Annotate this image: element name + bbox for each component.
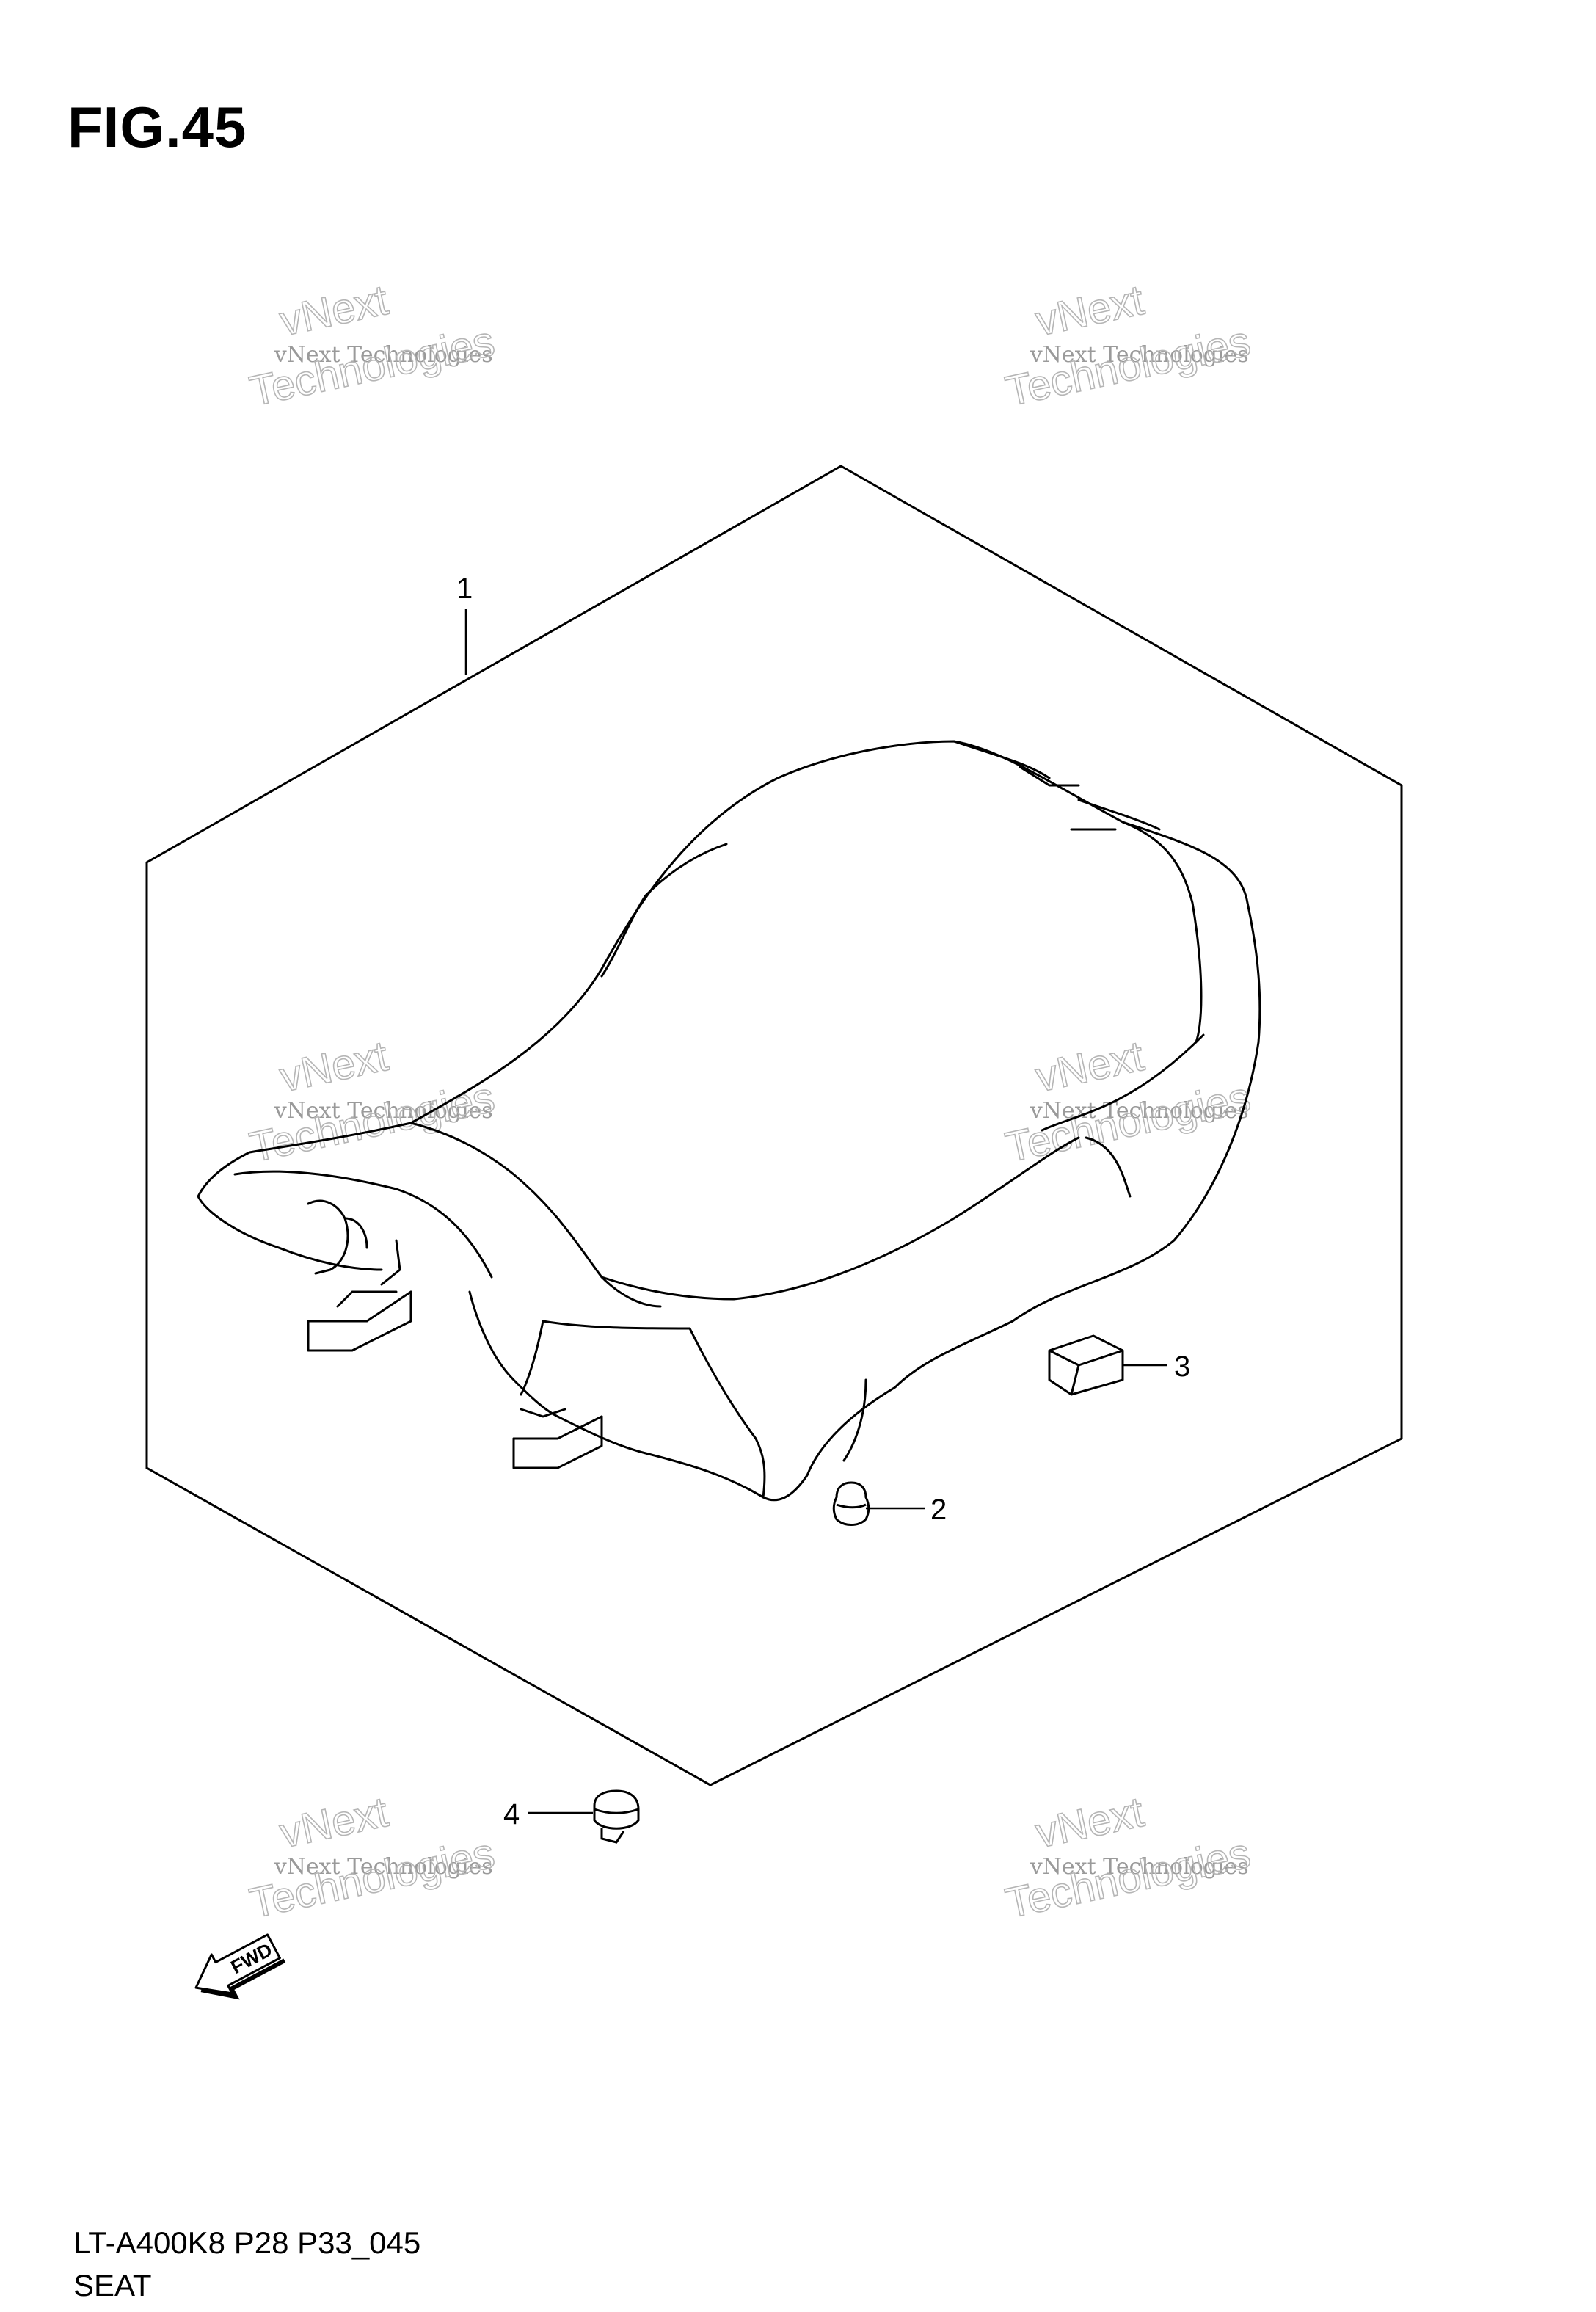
figure-title: FIG.45 — [68, 95, 247, 159]
figure-name: SEAT — [73, 2268, 152, 2302]
watermark-mid-right: vNext vNext Technologies Technologies — [1001, 1031, 1255, 1172]
part-3-pad — [1048, 1334, 1124, 1396]
figure-code: LT-A400K8 P28 P33_045 — [73, 2225, 421, 2260]
watermark-line1: vNext — [1032, 1032, 1148, 1101]
watermark-mid-left: vNext vNext Technologies Technologies — [245, 1031, 499, 1172]
assembly-outline — [145, 465, 1403, 1786]
watermark-line2: vNext Technologies — [274, 1098, 493, 1124]
watermark-line2: vNext Technologies — [274, 1854, 493, 1880]
callout-4: 4 — [503, 1798, 520, 1831]
fwd-arrow-icon: FWD — [194, 1933, 286, 2000]
watermark-line1: vNext — [1032, 276, 1148, 345]
watermark-bottom-right: vNext vNext Technologies Technologies — [1001, 1787, 1255, 1928]
watermark-top-right: vNext vNext Technologies Technologies — [1001, 275, 1255, 416]
watermark-line1: vNext — [276, 276, 393, 345]
watermark-top-left: vNext vNext Technologies Technologies — [245, 275, 499, 416]
seat-part — [197, 740, 1261, 1502]
watermark-line1: vNext — [1032, 1788, 1148, 1857]
watermark-line2: vNext Technologies — [1030, 342, 1249, 368]
part-4-bumper — [593, 1789, 640, 1844]
callout-2: 2 — [930, 1494, 947, 1526]
callout-3: 3 — [1174, 1351, 1190, 1383]
watermark-line2: vNext Technologies — [1030, 1098, 1249, 1124]
callout-1: 1 — [456, 572, 473, 605]
watermark-line1: vNext — [276, 1788, 393, 1857]
watermark-line1: vNext — [276, 1032, 393, 1101]
watermark-line2: vNext Technologies — [274, 342, 493, 368]
part-2-grommet — [832, 1481, 870, 1526]
watermark-bottom-left: vNext vNext Technologies Technologies — [245, 1787, 499, 1928]
watermark-line2: vNext Technologies — [1030, 1854, 1249, 1880]
